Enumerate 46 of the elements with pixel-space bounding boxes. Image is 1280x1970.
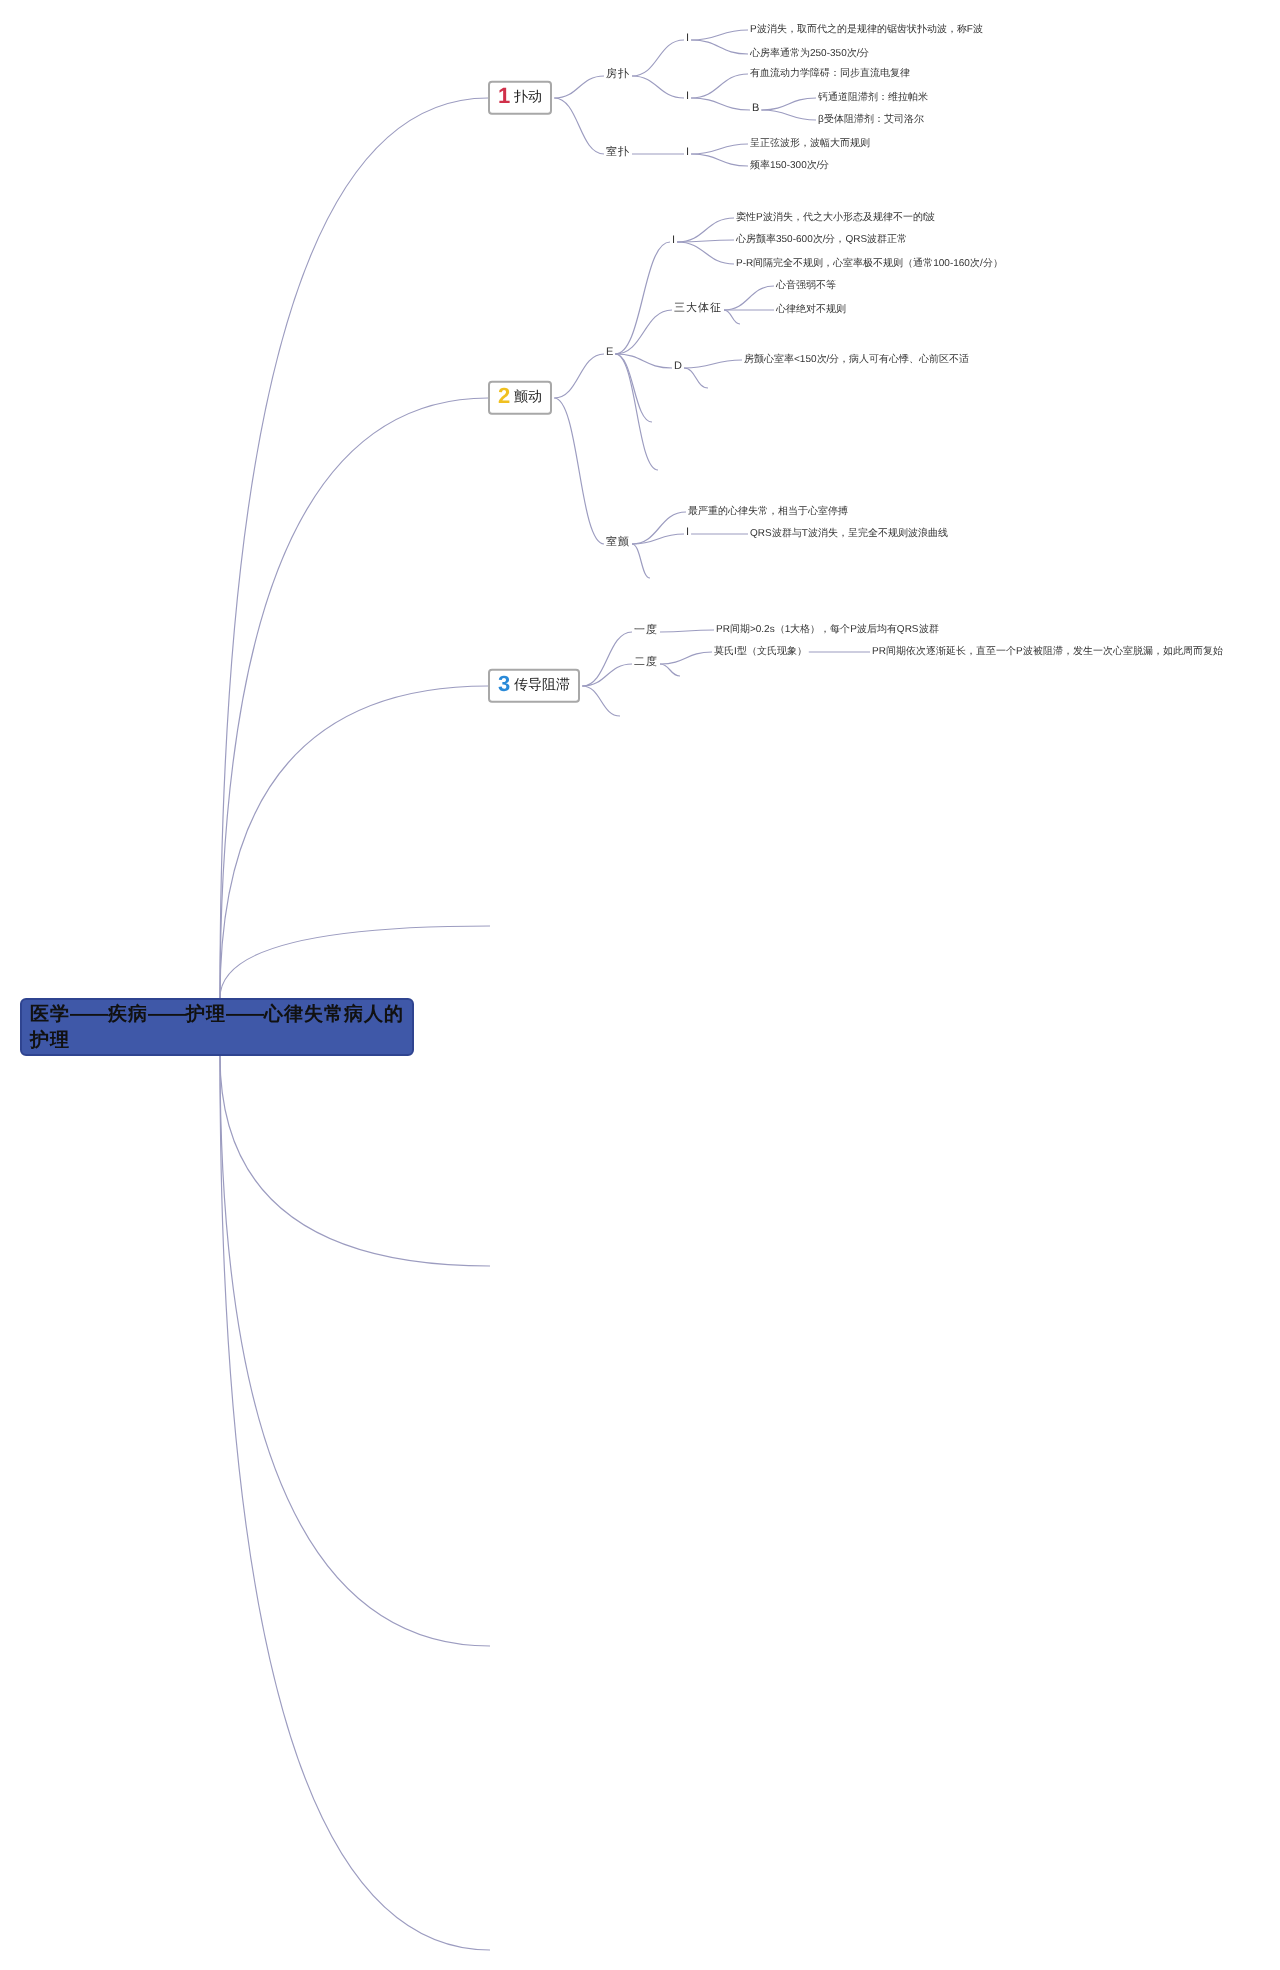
branch-line bbox=[581, 631, 633, 687]
branch-line bbox=[553, 75, 605, 99]
branch-line bbox=[723, 309, 775, 311]
branch-line bbox=[690, 97, 751, 111]
branch-line bbox=[808, 651, 871, 653]
branch-line bbox=[219, 685, 489, 999]
branch-line bbox=[553, 97, 605, 155]
branch-line bbox=[219, 925, 491, 999]
branch-line bbox=[690, 153, 749, 167]
branch-line bbox=[581, 685, 621, 717]
branch-line bbox=[614, 353, 673, 369]
branch-line bbox=[614, 353, 659, 471]
root-box: 医学——疾病——护理——心律失常病人的护理 bbox=[20, 998, 414, 1056]
branch-line bbox=[760, 97, 817, 111]
branch-line bbox=[614, 353, 653, 423]
branch-line bbox=[723, 309, 741, 325]
branch-line bbox=[683, 359, 743, 369]
branch-line bbox=[614, 241, 671, 355]
branch-line bbox=[690, 533, 749, 535]
branch-line bbox=[614, 309, 673, 355]
branch-line bbox=[690, 39, 749, 55]
topic-box bbox=[488, 668, 581, 704]
branch-line bbox=[760, 109, 817, 121]
branch-line bbox=[659, 651, 713, 665]
topic-number: 2 bbox=[498, 384, 511, 409]
branch-line bbox=[553, 397, 605, 545]
branch-line bbox=[631, 75, 685, 99]
branch-line bbox=[631, 153, 685, 155]
branch-line bbox=[683, 367, 709, 389]
topic-box bbox=[488, 80, 553, 116]
branch-line bbox=[659, 629, 715, 633]
topic-number: 1 bbox=[498, 84, 511, 109]
branch-line bbox=[581, 663, 633, 687]
branch-line bbox=[690, 73, 749, 99]
topic-box bbox=[488, 380, 553, 416]
topic-number: 3 bbox=[498, 672, 511, 697]
branch-line bbox=[631, 543, 651, 579]
branch-line bbox=[631, 39, 685, 77]
branch-line bbox=[219, 1055, 491, 1951]
branch-line bbox=[676, 241, 735, 265]
branch-line bbox=[553, 353, 605, 399]
branch-line bbox=[631, 533, 685, 545]
branch-line bbox=[690, 143, 749, 155]
branch-line bbox=[690, 29, 749, 41]
branch-line bbox=[659, 663, 681, 677]
branch-line bbox=[676, 239, 735, 243]
